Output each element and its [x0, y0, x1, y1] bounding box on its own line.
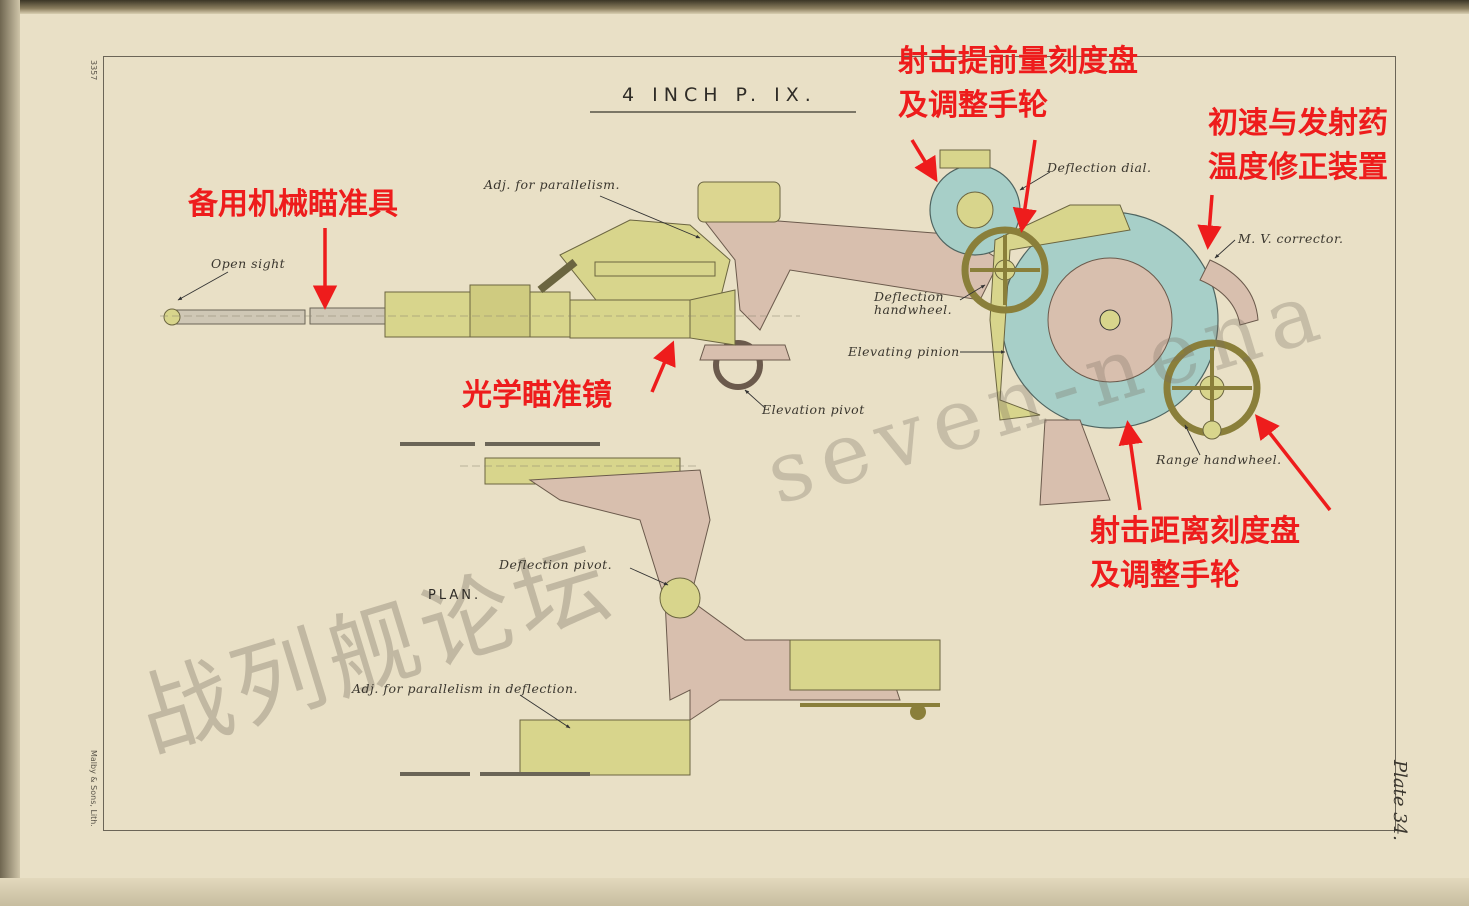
- dial-mount-block: [989, 204, 1131, 421]
- plate-number: 3357: [89, 60, 98, 81]
- elevation-view: [160, 149, 1261, 506]
- label-deflection-handwheel: Deflection handwheel.: [874, 289, 953, 317]
- label-range-handwheel: Range handwheel.: [1156, 452, 1282, 467]
- label-elevating-pinion: Elevating pinion: [848, 344, 960, 359]
- open-sight-bar: [169, 309, 306, 325]
- elevation-pivot-ring: [713, 340, 763, 390]
- label-mv-corrector: M. V. corrector.: [1238, 231, 1344, 246]
- plate-border: [103, 56, 1396, 831]
- deflection-pivot: [659, 577, 701, 619]
- mv-corrector-arc: [1199, 259, 1259, 326]
- annotation-range-dial: 射击距离刻度盘 及调整手轮: [1090, 514, 1300, 593]
- plate-label: Plate 34.: [1389, 760, 1410, 841]
- book-binding-edge: [0, 0, 20, 906]
- label-elevation-pivot: Elevation pivot: [762, 402, 865, 417]
- printer-credit: Malby & Sons, Lith.: [89, 750, 98, 827]
- top-housing: [697, 181, 781, 223]
- annotation-mv-corrector: 初速与发射药 温度修正装置: [1208, 106, 1388, 185]
- annotation-telescope: 光学瞄准镜: [462, 378, 612, 413]
- label-open-sight: Open sight: [211, 256, 286, 271]
- annotation-deflection-dial: 射击提前量刻度盘 及调整手轮: [898, 44, 1138, 123]
- label-adj-parallelism-deflection: Adj. for parallelism in deflection.: [352, 681, 578, 696]
- book-top-edge: [0, 0, 1469, 14]
- book-bottom-edge: [0, 878, 1469, 906]
- label-plan: PLAN.: [428, 588, 482, 603]
- deflection-handwheel: [961, 226, 1049, 314]
- annotation-backup-sight: 备用机械瞄准具: [188, 187, 398, 222]
- label-deflection-pivot: Deflection pivot.: [499, 557, 613, 572]
- label-adj-parallelism: Adj. for parallelism.: [484, 177, 620, 192]
- label-deflection-dial: Deflection dial.: [1047, 160, 1152, 175]
- plate-title: 4 INCH P. IX.: [622, 84, 817, 106]
- eyepiece: [689, 289, 736, 346]
- plan-view: [400, 442, 941, 776]
- red-arrows: [312, 139, 1332, 512]
